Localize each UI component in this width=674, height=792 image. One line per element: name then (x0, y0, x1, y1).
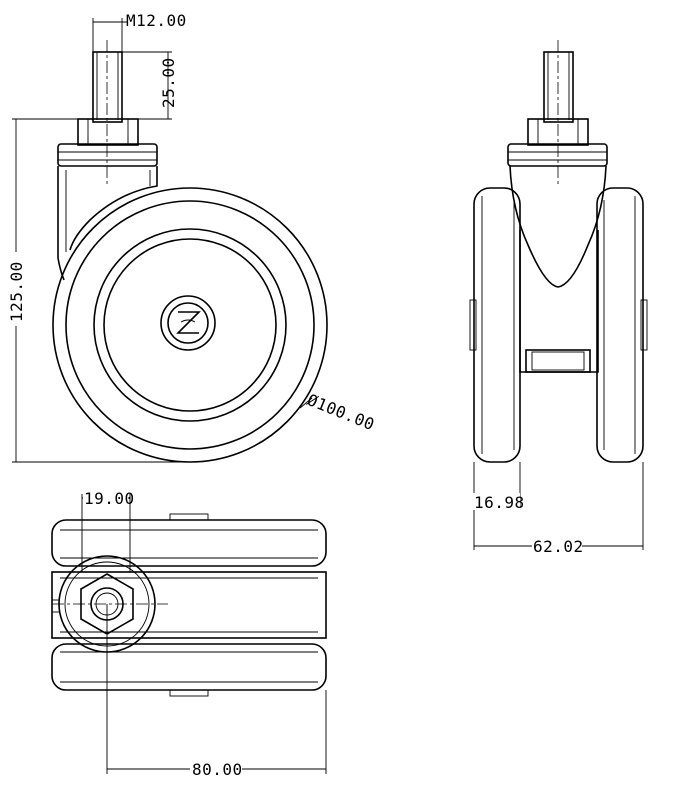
dimension-wheel-diameter: Ø100.00 (299, 390, 378, 434)
wheel-front (52, 187, 328, 463)
wheel-right-side (596, 187, 648, 463)
wheel-top-upper (51, 513, 327, 567)
swivel-fork-side (509, 165, 607, 373)
front-view: M12.00 25.00 125.00 Ø100.00 (7, 11, 378, 463)
dimension-overall-width: 62.02 (474, 462, 644, 556)
dimension-stem-length: 25.00 (122, 51, 178, 120)
thread-label: M12.00 (126, 11, 187, 30)
swivel-length-label: 80.00 (192, 760, 243, 779)
wheel-left-side (469, 187, 521, 463)
dimension-total-height: 125.00 (7, 118, 190, 463)
top-view: 19.00 80.00 (51, 489, 327, 779)
z-circle-logo-icon (160, 295, 216, 351)
overall-width-label: 62.02 (533, 537, 584, 556)
wheel-top-lower (51, 643, 327, 697)
top-plate (57, 143, 158, 167)
threaded-stem-side (527, 40, 589, 185)
wheel-width-label: 16.98 (474, 493, 525, 512)
top-plate-side (507, 143, 608, 167)
dimension-thread: M12.00 (92, 11, 187, 52)
offset-label: 19.00 (84, 489, 135, 508)
total-height-label: 125.00 (7, 261, 26, 322)
dimension-swivel-length: 80.00 (106, 604, 327, 779)
wheel-diameter-label: Ø100.00 (305, 390, 378, 434)
stem-length-label: 25.00 (159, 57, 178, 108)
side-view: 16.98 62.02 (469, 40, 648, 556)
dimension-offset: 19.00 (81, 489, 135, 572)
dimension-wheel-width: 16.98 (473, 462, 525, 550)
threaded-stem (77, 40, 139, 185)
swivel-body (57, 166, 158, 281)
